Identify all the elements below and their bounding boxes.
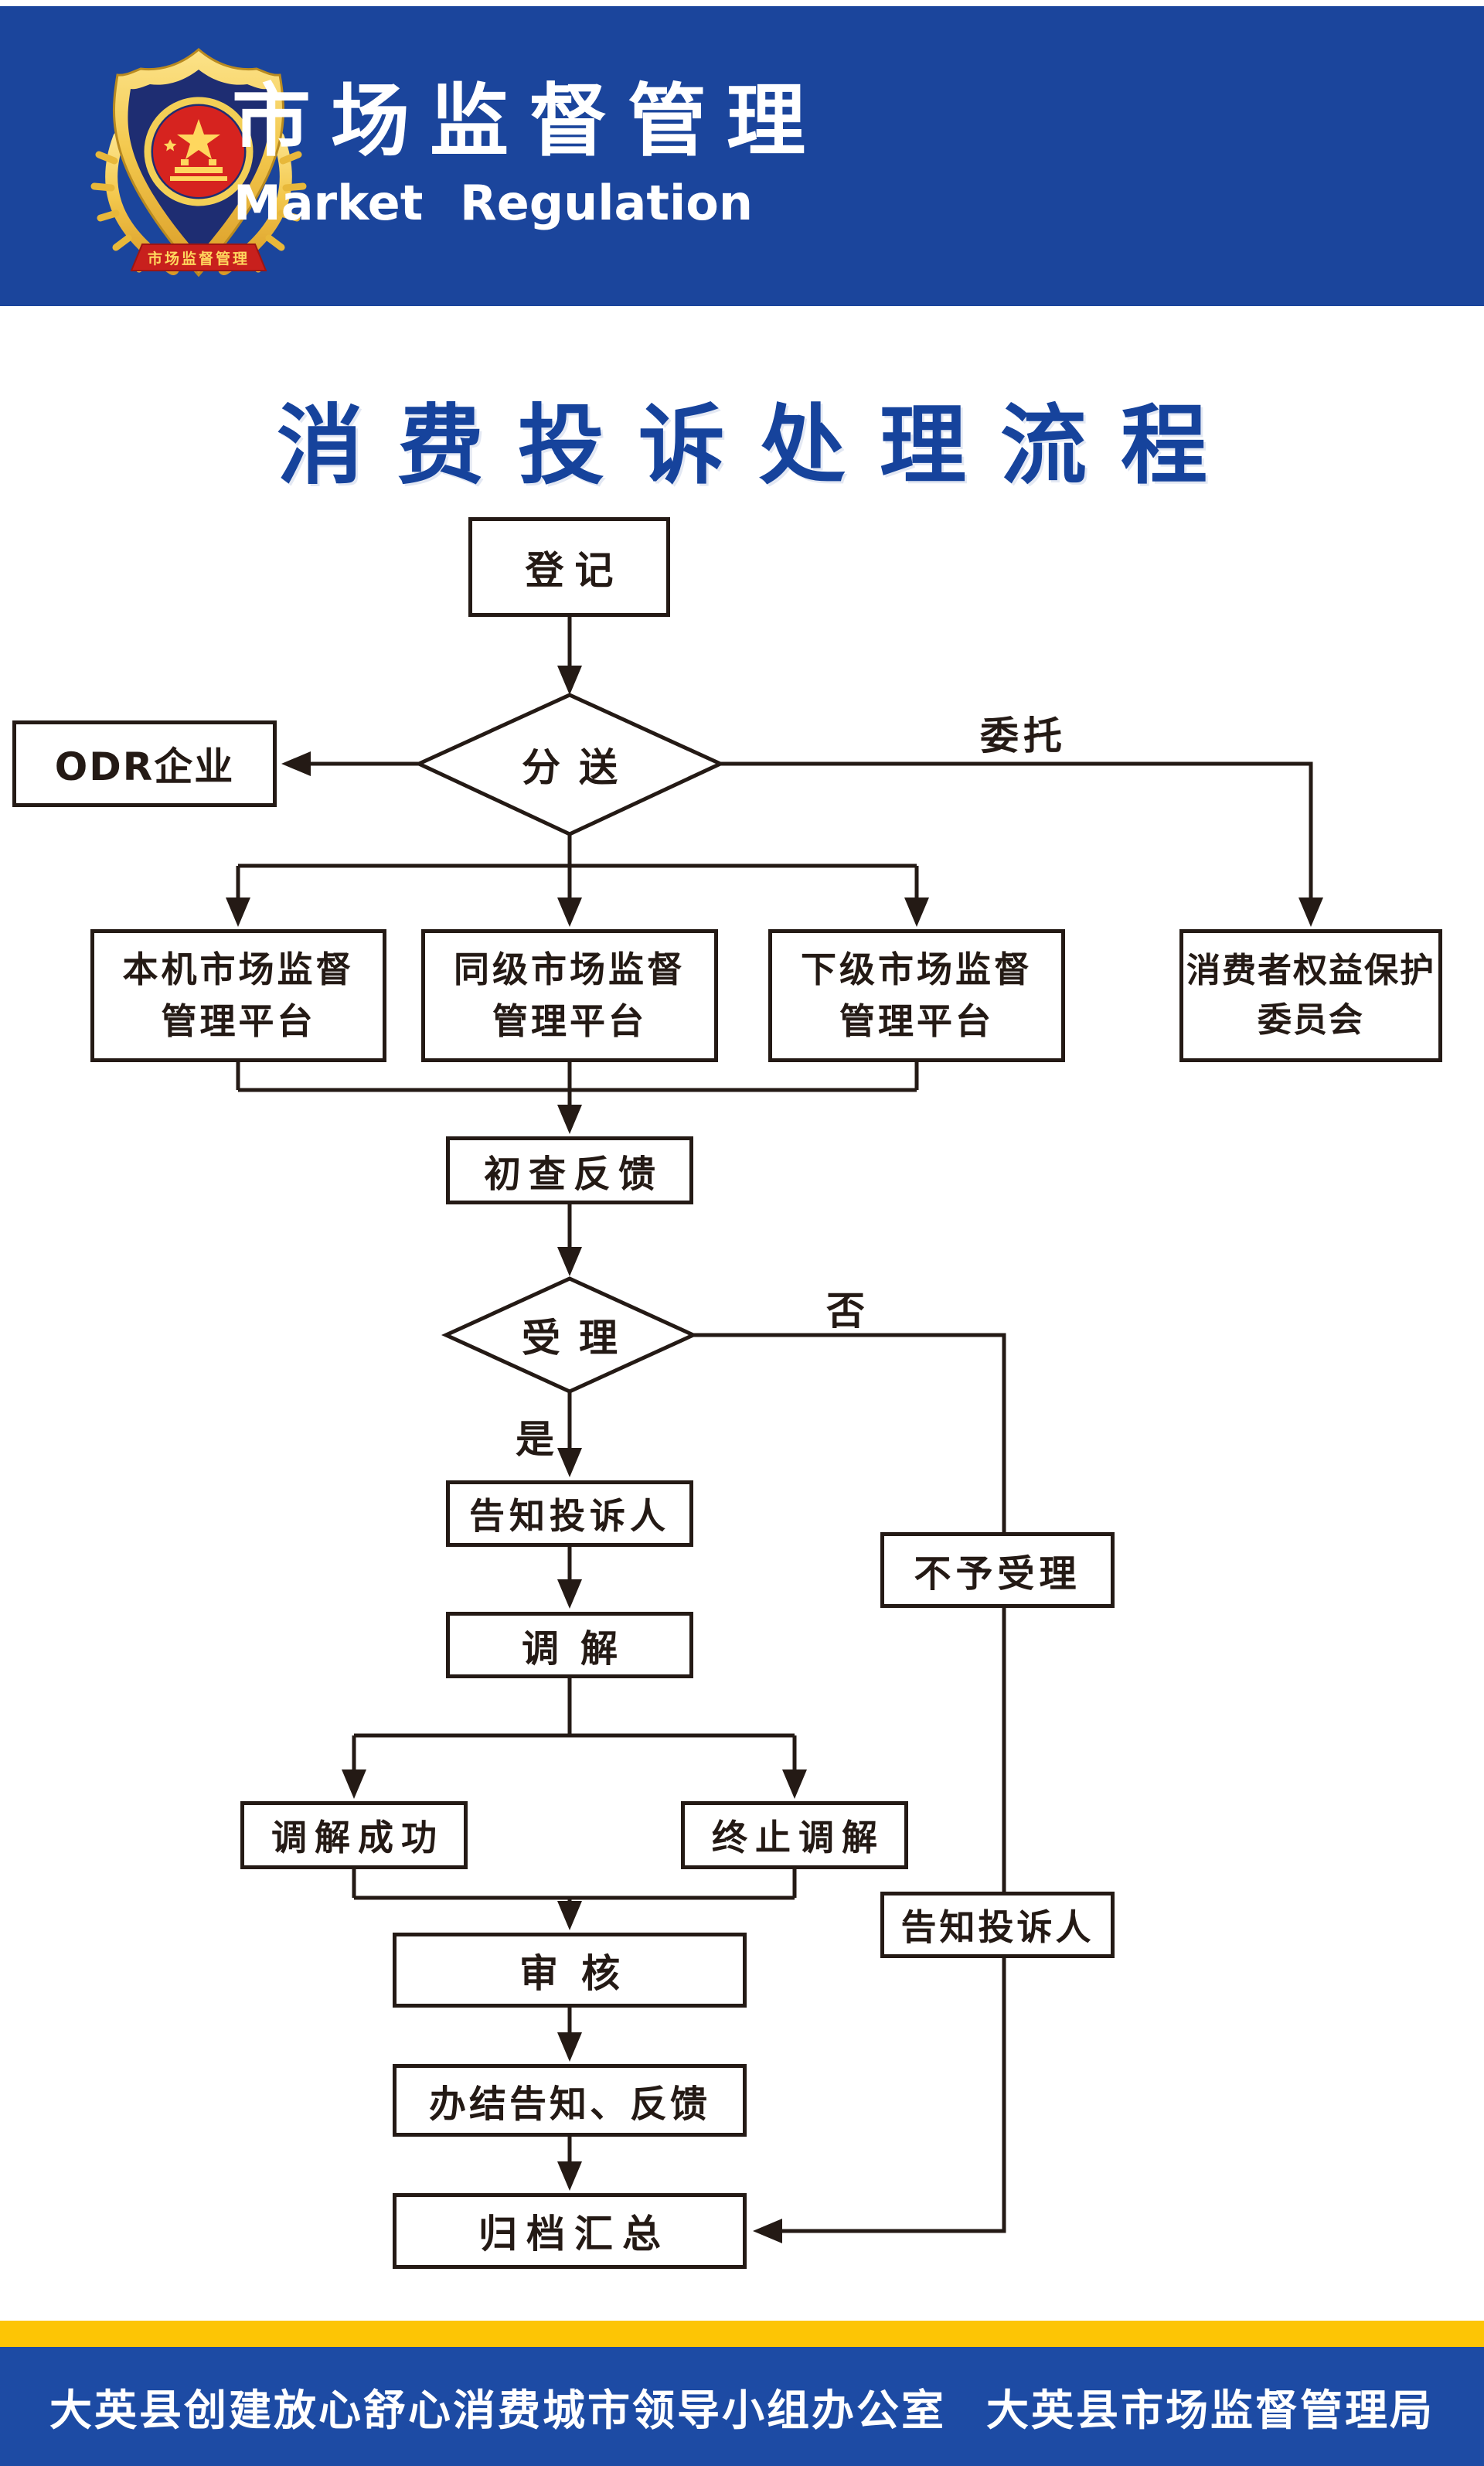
node-odr-qiye: ODR企业 — [12, 720, 277, 807]
node-dengji: 登记 — [468, 517, 670, 617]
page-title: 消费投诉处理流程 — [277, 396, 1241, 496]
node-tongji-pingtai: 同级市场监督 管理平台 — [421, 929, 718, 1062]
node-zhongzhi-tiaojie: 终止调解 — [681, 1801, 908, 1869]
node-guidang-huizong: 归档汇总 — [393, 2193, 747, 2269]
header-title-zh: 市场监督管理 — [232, 76, 825, 168]
label-shouli: 受理 — [522, 1316, 636, 1361]
edge-label-fou: 否 — [826, 1289, 870, 1333]
svg-text:市场监督管理: 市场监督管理 — [148, 250, 250, 267]
node-xiaji-pingtai: 下级市场监督 管理平台 — [768, 929, 1065, 1062]
node-chucha-fankui: 初查反馈 — [446, 1136, 693, 1204]
node-tiaojie: 调解 — [446, 1612, 693, 1678]
node-banjie-gaozhi-fankui: 办结告知、反馈 — [393, 2064, 747, 2137]
node-buyu-shouli: 不予受理 — [880, 1532, 1115, 1608]
market-regulation-emblem-icon: 市场监督管理 — [90, 48, 307, 278]
label-fensong: 分送 — [522, 745, 636, 790]
header-band: 市场监督管理 市场监督管理 Market Regulation — [0, 6, 1484, 306]
node-gaozhi-tousuren: 告知投诉人 — [446, 1480, 693, 1547]
footer-bureau-name: 大英县市场监督管理局 — [986, 2386, 1435, 2435]
node-gaozhi-tousuren-right: 告知投诉人 — [880, 1892, 1115, 1958]
footer-office-name: 大英县创建放心舒心消费城市领导小组办公室 — [49, 2386, 946, 2435]
node-shenhe: 审核 — [393, 1933, 747, 2008]
arrowheads — [226, 666, 1323, 2243]
edge-label-shi: 是 — [516, 1417, 559, 1462]
node-tiaojie-chenggong: 调解成功 — [240, 1801, 468, 1869]
diamond-shouli — [441, 1276, 699, 1394]
node-xiaofeizhe-weiyuanhui: 消费者权益保护 委员会 — [1179, 929, 1442, 1062]
footer-band: 大英县创建放心舒心消费城市领导小组办公室 大英县市场监督管理局 — [0, 2347, 1484, 2466]
decision-diamonds — [414, 693, 725, 1394]
node-benji-pingtai: 本机市场监督 管理平台 — [90, 929, 386, 1062]
badge-ribbon: 市场监督管理 — [130, 244, 267, 271]
edge-label-weituo: 委托 — [980, 714, 1067, 758]
badge-national-emblem — [144, 97, 254, 206]
header-title-en: Market Regulation — [233, 175, 753, 231]
diamond-fensong — [414, 693, 725, 836]
footer-yellow-stripe — [0, 2321, 1484, 2347]
